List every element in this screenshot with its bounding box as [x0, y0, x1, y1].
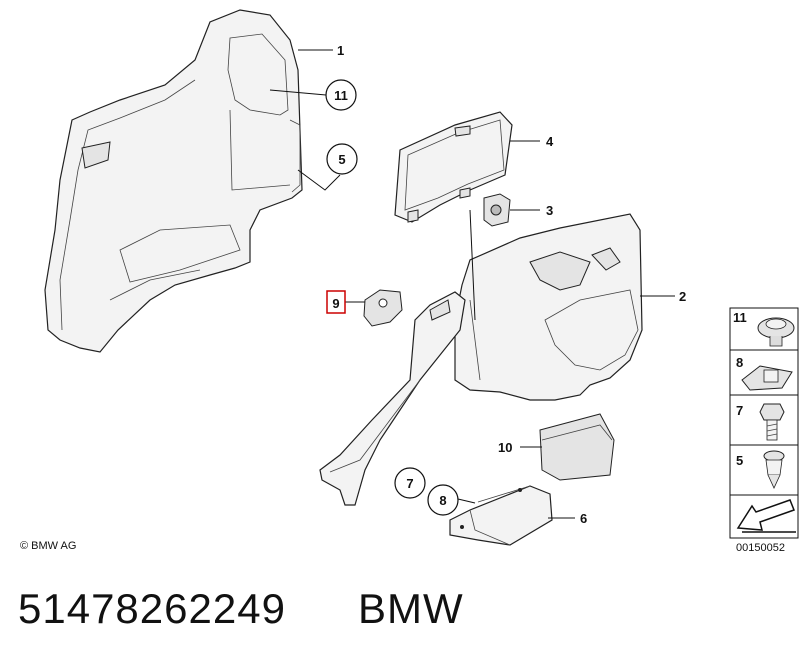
wheel-arch-trim-part [454, 213, 643, 401]
brand-name: BMW [358, 585, 464, 632]
legend-label-11: 11 [733, 310, 747, 325]
sill-strip-part [319, 291, 466, 506]
callout-10: 10 [498, 440, 512, 455]
callout-9: 9 [326, 290, 346, 314]
part-number: 51478262249 [18, 585, 286, 632]
bracket-part [449, 485, 553, 546]
callout-1: 1 [337, 43, 344, 58]
callout-9-label: 9 [332, 296, 339, 311]
callout-6: 6 [580, 511, 587, 526]
copyright-text: © BMW AG [20, 540, 77, 552]
callout-7-label: 7 [406, 476, 413, 491]
callout-5-label: 5 [338, 152, 345, 167]
callout-2: 2 [679, 289, 686, 304]
screw-icon [759, 403, 785, 441]
callout-10-label: 10 [498, 440, 512, 455]
callout-7: 7 [394, 467, 426, 499]
push-nut-icon [757, 317, 795, 347]
direction-arrow-icon [736, 499, 796, 533]
callout-8-label: 8 [439, 493, 446, 508]
diagram-reference-code: 00150052 [736, 542, 785, 554]
callout-9-highlight-box [326, 290, 346, 314]
legend-label-5: 5 [736, 453, 743, 468]
expansion-rivet-icon [763, 450, 785, 489]
callout-3-label: 3 [546, 203, 553, 218]
foam-block-part [539, 413, 615, 481]
small-cap-part [363, 289, 403, 327]
clip-nut-icon [741, 365, 793, 391]
leader-lines [269, 49, 675, 519]
callout-11: 11 [325, 79, 357, 111]
callout-4: 4 [546, 134, 554, 149]
fastener-legend: 11 8 7 5 [729, 307, 799, 539]
side-trim-panel-part [44, 9, 303, 353]
callout-6-label: 6 [580, 511, 587, 526]
callout-5: 5 [326, 143, 358, 175]
callout-1-label: 1 [337, 43, 344, 58]
callout-2-label: 2 [679, 289, 686, 304]
legend-label-8: 8 [736, 355, 743, 370]
clip-part [483, 193, 511, 227]
callout-11-label: 11 [334, 88, 348, 103]
panel-cover-part [394, 111, 513, 223]
callout-3: 3 [546, 203, 553, 218]
legend-label-7: 7 [736, 403, 743, 418]
callout-4-label: 4 [546, 134, 554, 149]
callout-8: 8 [427, 484, 459, 516]
